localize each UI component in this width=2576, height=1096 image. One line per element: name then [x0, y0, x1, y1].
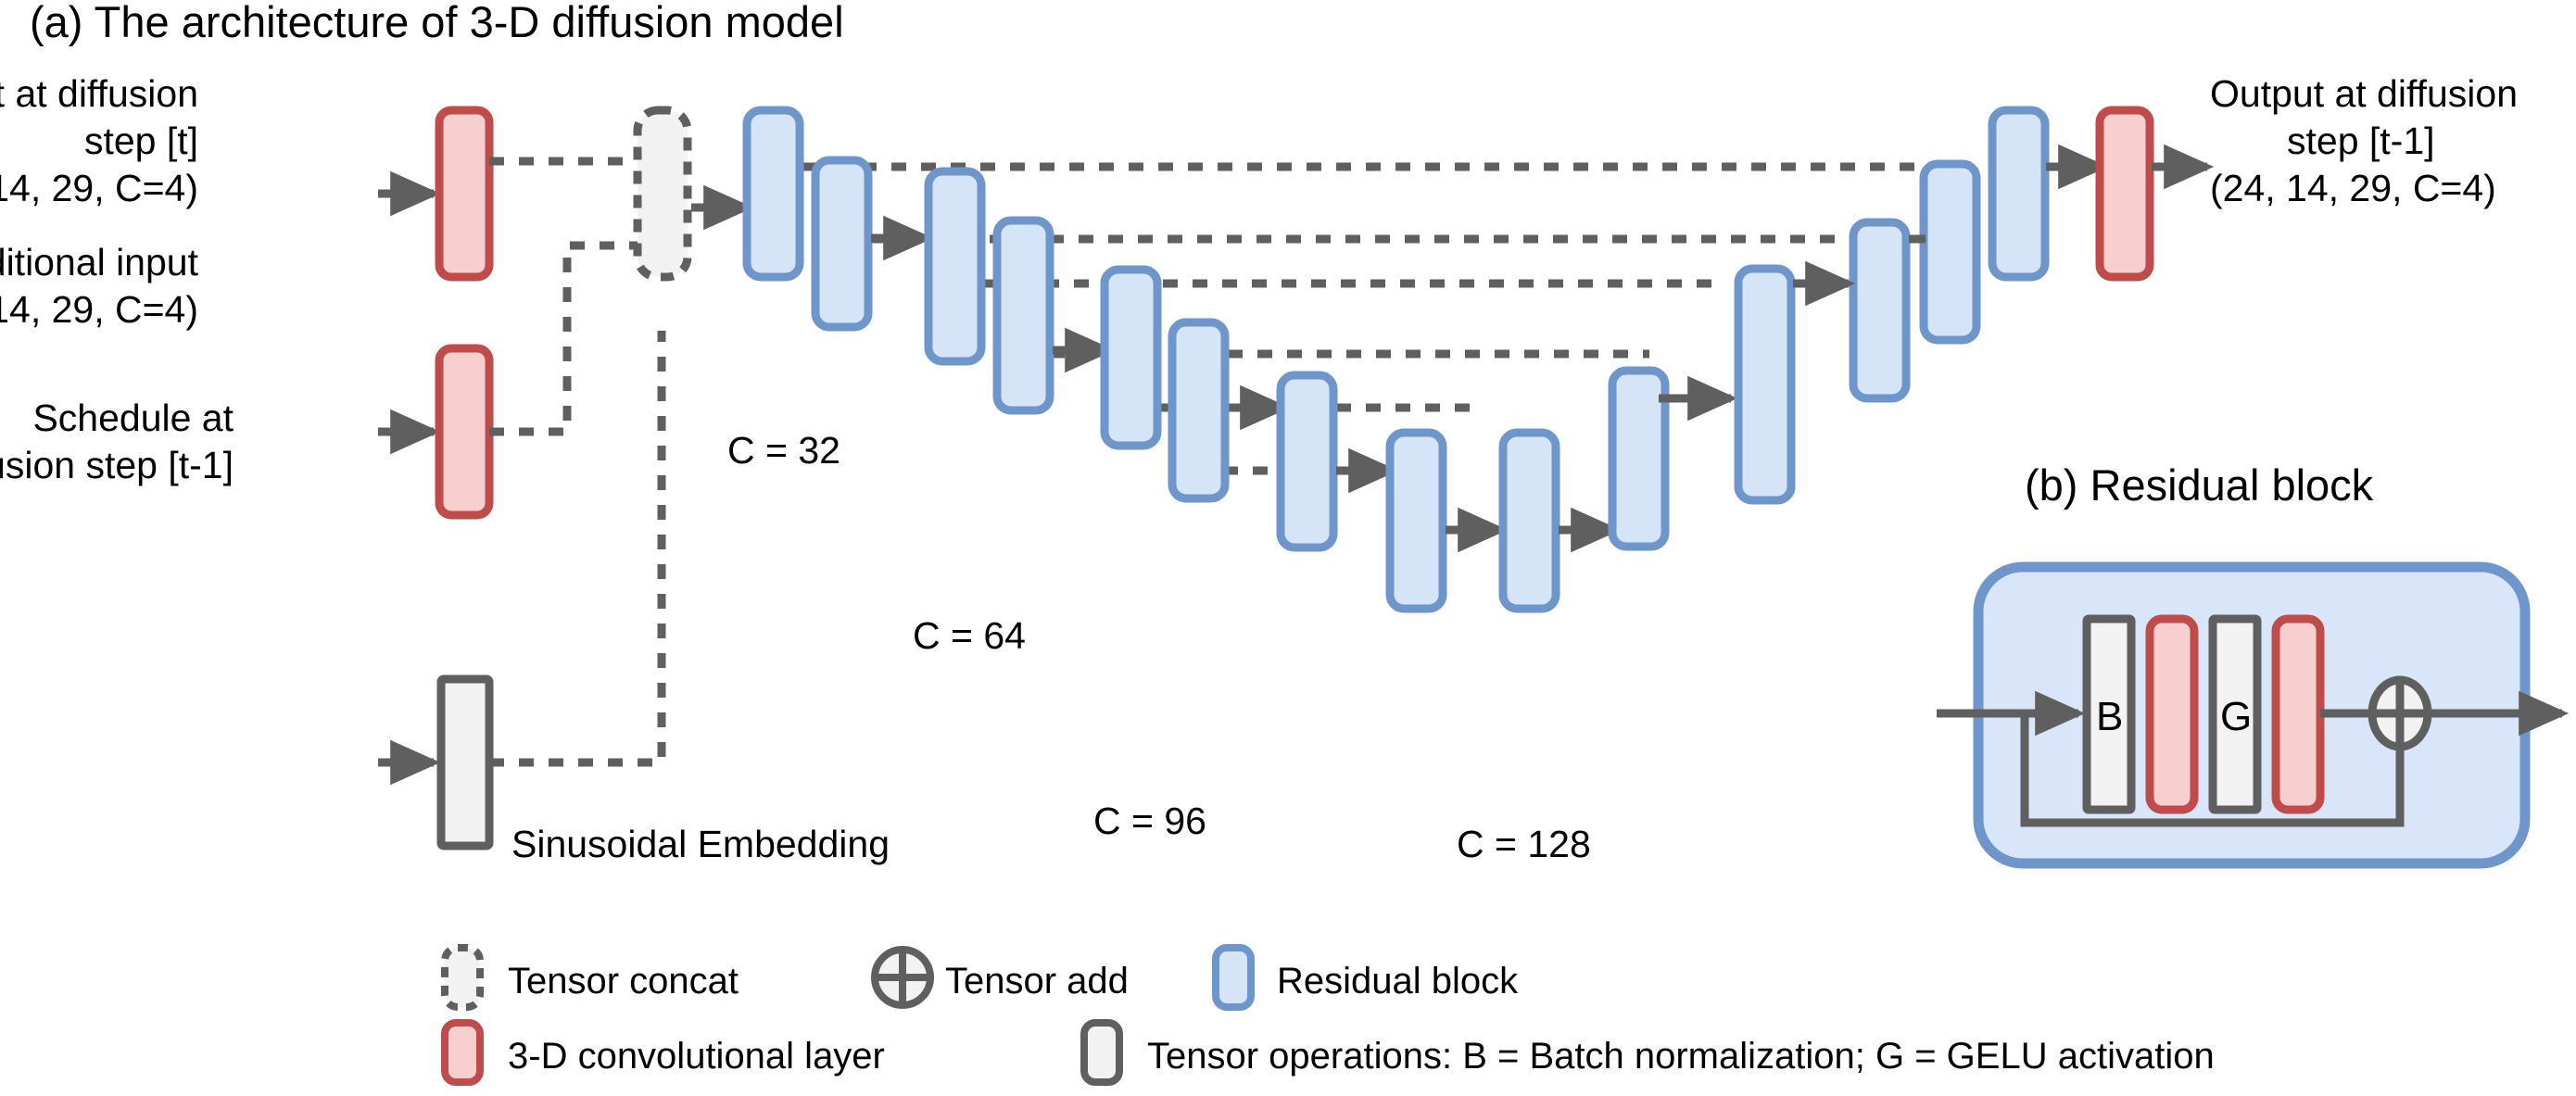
residual-conv-1	[2145, 614, 2199, 814]
gelu-block	[2208, 614, 2262, 814]
legend-item-tensor-operations: Tensor operations: B = Batch normalizati…	[1080, 1019, 2215, 1086]
input-label-schedule: Schedule at diffusion step [t-1]	[0, 397, 234, 486]
residual-block-enc-7	[1276, 371, 1338, 552]
legend-item-tensor-add: Tensor add	[871, 946, 1129, 1009]
residual-block-bottleneck-1	[1385, 428, 1447, 613]
residual-block-enc-4	[992, 216, 1054, 415]
svg-text:Output at diffusion: Output at diffusion	[2210, 72, 2518, 115]
residual-block-dec-3	[1849, 218, 1911, 403]
output-label: Output at diffusion step [t-1] (24, 14, …	[2210, 72, 2518, 209]
conv-layer-input	[435, 106, 494, 282]
residual-skip-path	[2020, 713, 2405, 827]
panel-a-title: (a) The architecture of 3-D diffusion mo…	[30, 0, 844, 46]
input-label-conditional: Conditional input (24, 14, 29, C=4)	[0, 241, 199, 331]
residual-block-dec-4	[1919, 159, 1981, 345]
tensor-op-icon	[1080, 1019, 1123, 1086]
legend-item-conv-layer: 3-D convolutional layer	[441, 1019, 885, 1086]
batch-norm-label: B	[2096, 694, 2123, 739]
svg-text:step [t-1]: step [t-1]	[2287, 120, 2435, 162]
panel-b-title: (b) Residual block	[2025, 460, 2374, 510]
residual-block-enc-2	[811, 156, 873, 332]
dotted-embedding-to-concat	[489, 331, 666, 767]
legend-item-residual-block: Residual block	[1212, 944, 1519, 1011]
dotted-conditional-to-concat	[489, 241, 638, 436]
channel-label-64: C = 64	[913, 614, 1026, 657]
tensor-add-icon-legend	[871, 946, 934, 1009]
legend-label-conv-layer: 3-D convolutional layer	[508, 1036, 885, 1077]
residual-conv-2	[2271, 614, 2325, 814]
residual-block-dec-5	[1988, 106, 2050, 282]
conv-layer-conditional	[435, 344, 494, 520]
svg-text:Schedule at: Schedule at	[32, 397, 234, 439]
conv-layer-output	[2095, 106, 2154, 282]
legend-label-tensor-add: Tensor add	[945, 961, 1129, 1002]
tensor-concat-block	[633, 106, 692, 282]
svg-text:diffusion step [t-1]: diffusion step [t-1]	[0, 444, 234, 486]
svg-text:step [t]: step [t]	[84, 120, 198, 162]
residual-block-dec-2b	[1734, 264, 1796, 505]
legend-label-residual-block: Residual block	[1277, 961, 1519, 1002]
gelu-label: G	[2220, 694, 2252, 739]
residual-block-icon	[1212, 944, 1255, 1011]
legend-item-tensor-concat: Tensor concat	[441, 944, 739, 1011]
svg-text:Input at diffusion: Input at diffusion	[0, 72, 198, 115]
tensor-concat-icon	[441, 944, 484, 1011]
svg-text:Conditional input: Conditional input	[0, 241, 199, 283]
sinusoidal-embedding-label: Sinusoidal Embedding	[511, 823, 890, 865]
svg-text:(24, 14, 29, C=4): (24, 14, 29, C=4)	[0, 167, 198, 209]
residual-block-enc-5b	[1100, 265, 1162, 450]
residual-block-bottleneck-2	[1498, 428, 1560, 613]
legend-label-tensor-operations: Tensor operations: B = Batch normalizati…	[1147, 1036, 2215, 1077]
residual-block-enc-1	[742, 106, 804, 282]
tensor-add-icon	[2368, 675, 2432, 751]
channel-label-32: C = 32	[727, 429, 840, 472]
residual-block-enc-3	[924, 167, 986, 366]
conv-layer-icon	[441, 1019, 484, 1086]
svg-text:(24, 14, 29, C=4): (24, 14, 29, C=4)	[2210, 167, 2496, 209]
residual-block-enc-6b	[1168, 318, 1230, 503]
batch-norm-block	[2082, 614, 2136, 814]
legend-label-tensor-concat: Tensor concat	[508, 961, 739, 1002]
input-label-diffusion-step: Input at diffusion step [t] (24, 14, 29,…	[0, 72, 198, 209]
channel-label-96: C = 96	[1093, 800, 1206, 842]
channel-label-128: C = 128	[1457, 823, 1591, 865]
svg-text:(24, 14, 29, C=4): (24, 14, 29, C=4)	[0, 288, 198, 331]
residual-block-dec-1	[1608, 366, 1670, 551]
sinusoidal-embedding-block	[436, 674, 494, 850]
